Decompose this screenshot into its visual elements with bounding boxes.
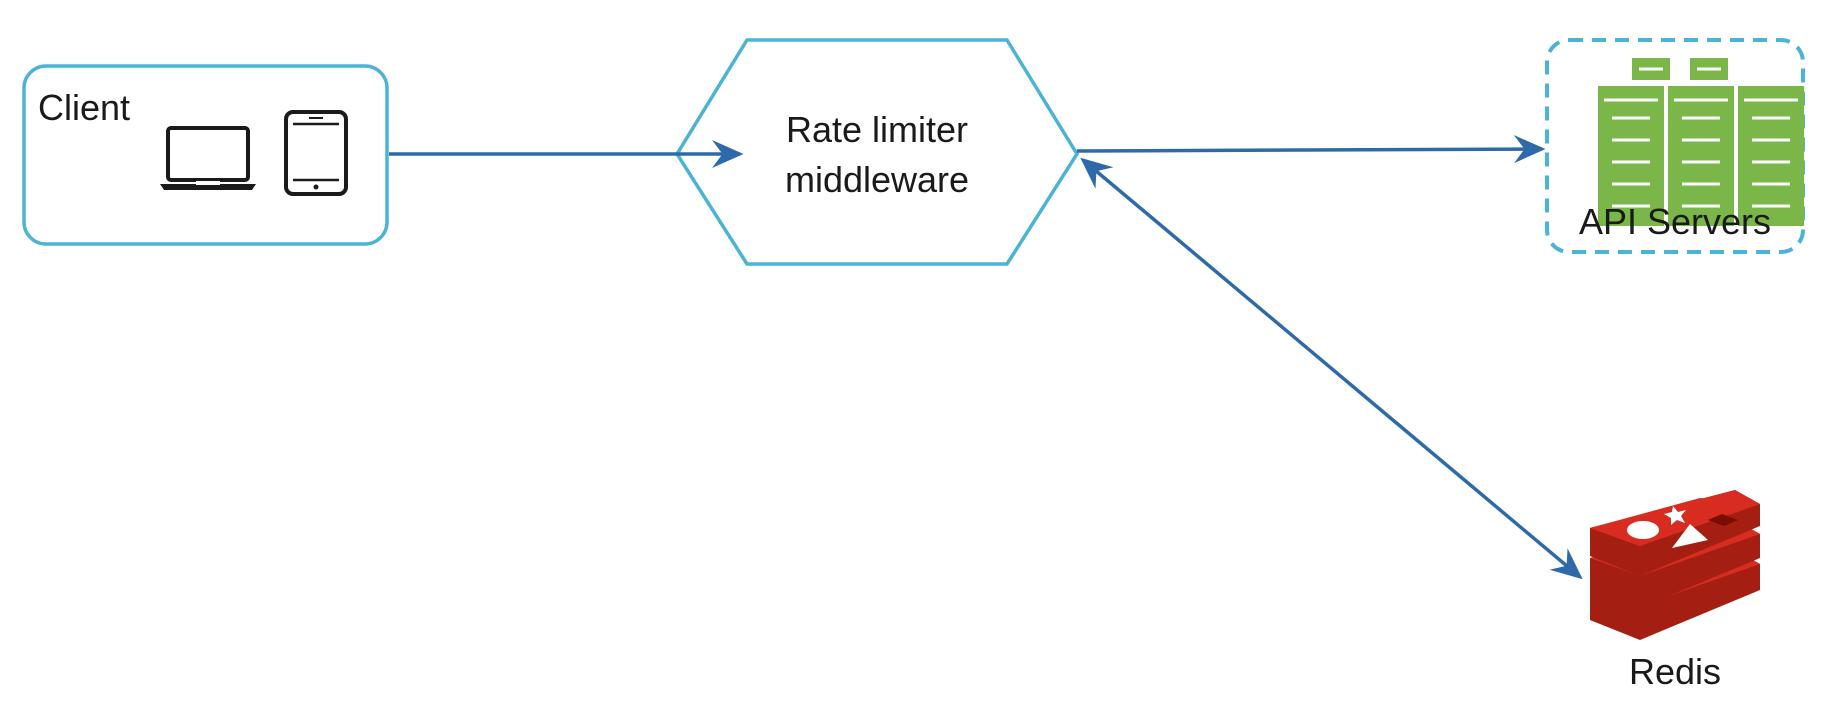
rate-limiter-label-line2: middleware xyxy=(784,159,970,200)
edge-rate-limiter-to-api-servers xyxy=(1076,135,1546,164)
api-servers-label: API Servers xyxy=(1578,201,1772,242)
tablet-icon xyxy=(284,110,348,196)
laptop-icon xyxy=(160,126,256,190)
redis-label: Redis xyxy=(1628,651,1722,692)
client-label: Client xyxy=(38,87,131,128)
edge-rate-limiter-redis xyxy=(1080,157,1583,580)
rate-limiter-label-line1: Rate limiter xyxy=(785,109,969,150)
server-rack-icon xyxy=(1598,58,1804,226)
redis-logo-icon xyxy=(1590,490,1760,640)
rate-limiter-node xyxy=(674,38,1080,266)
